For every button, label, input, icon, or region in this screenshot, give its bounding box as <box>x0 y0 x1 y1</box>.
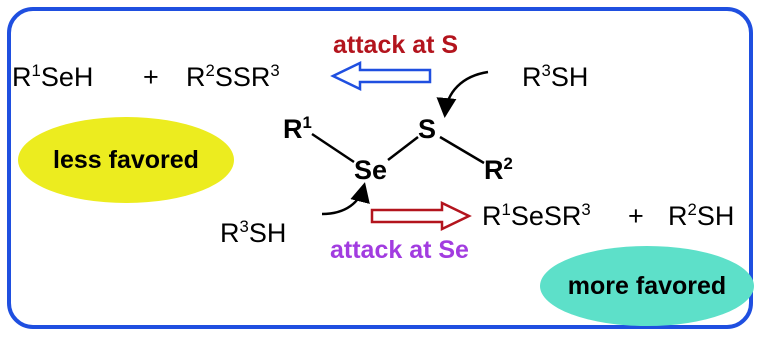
bond-s-r2 <box>439 135 485 165</box>
bond-se-s <box>387 136 419 161</box>
product-r1sesr3: R1SeSR3 <box>482 199 591 231</box>
plus-sign-bottom: + <box>628 201 644 231</box>
atom-r2: R2 <box>484 153 513 185</box>
badge-less-favored: less favored <box>18 117 234 203</box>
label-attack-at-se: attack at Se <box>330 236 469 264</box>
plus-sign-top: + <box>143 62 159 92</box>
bond-r1-se <box>311 132 355 164</box>
label-attack-at-s: attack at S <box>333 31 459 59</box>
atom-se: Se <box>354 155 388 185</box>
curved-arrow-to-se <box>321 182 370 216</box>
atom-r1: R1 <box>283 112 312 144</box>
curved-arrow-to-s <box>436 70 489 118</box>
atom-s: S <box>418 114 437 144</box>
reagent-r3sh-bottom: R3SH <box>220 216 287 248</box>
diagram-frame <box>7 7 753 329</box>
product-r2ssr3: R2SSR3 <box>186 60 280 92</box>
reagent-r3sh-top: R3SH <box>522 60 589 92</box>
product-r1seh: R1SeH <box>12 60 94 92</box>
arrow-attack-at-se <box>370 201 472 231</box>
arrow-attack-at-s <box>330 61 432 91</box>
badge-more-favored: more favored <box>540 246 754 326</box>
product-r2sh: R2SH <box>668 199 735 231</box>
